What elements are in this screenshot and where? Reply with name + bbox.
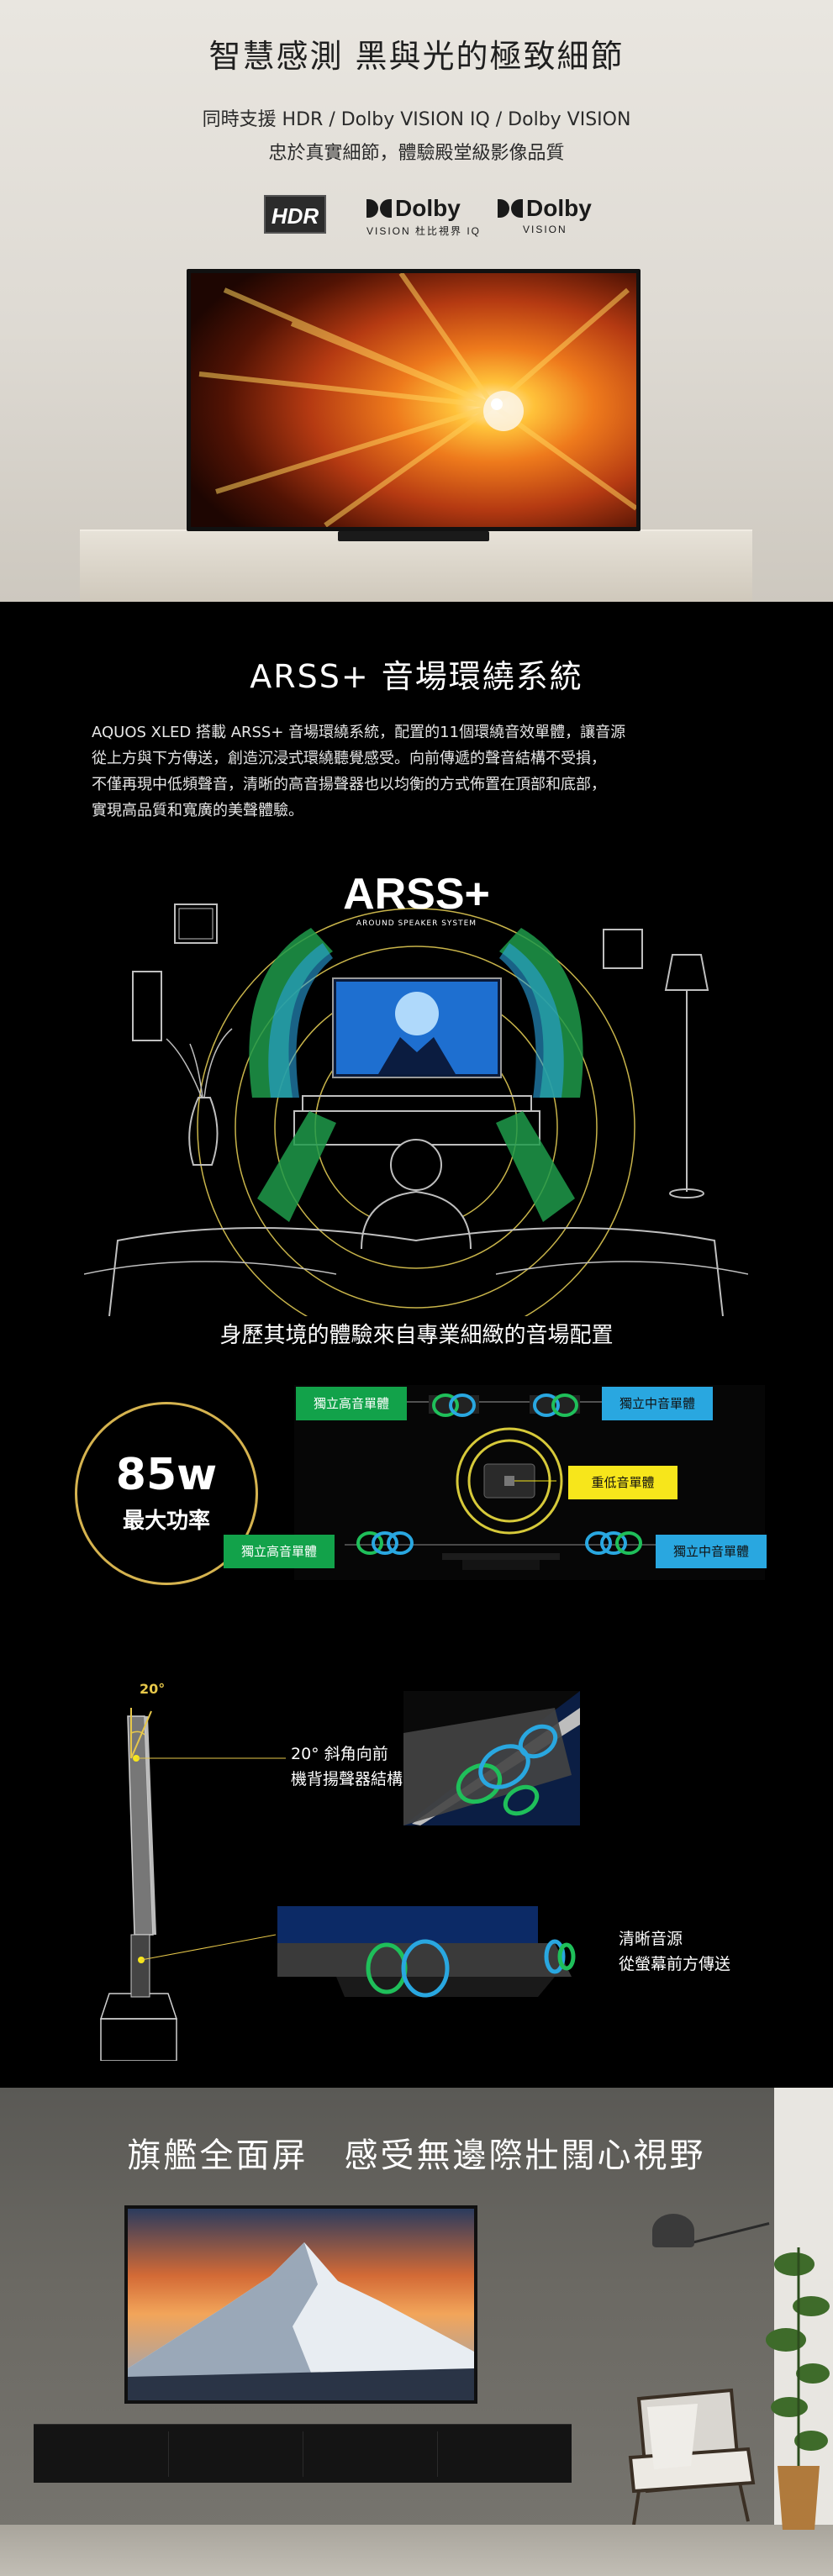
wall-lamp [652, 2214, 694, 2247]
dolby-mark-icon [366, 199, 392, 218]
power-badge: 85w 最大功率 [75, 1402, 258, 1585]
arss-description-line: 實現高品質和寬廣的美聲體驗。 [92, 802, 303, 819]
dolby-mark-icon [498, 199, 523, 218]
mountain-image [128, 2209, 474, 2400]
woofer-label: 重低音單體 [568, 1466, 677, 1499]
arss-description-line: 不僅再現中低頻聲音，清晰的高音揚聲器也以均衡的方式佈置在頂部和底部， [92, 776, 606, 793]
armchair [628, 2388, 756, 2525]
front-text-line: 從螢幕前方傳送 [619, 1955, 731, 1973]
arss-section-title: ARSS+ 音場環繞系統 [250, 658, 583, 695]
tv-cabinet [34, 2424, 572, 2483]
flower-image [191, 271, 638, 528]
dolby-vision-logo: Dolby VISION [498, 195, 592, 235]
speaker-angle-diagram [99, 1691, 580, 2061]
plant [766, 2247, 830, 2530]
hdr-section-title: 智慧感測 黑與光的極致細節 [208, 38, 625, 75]
dolby-iq-name: Dolby [395, 195, 461, 221]
tweeter-label-bottom: 獨立高音單體 [224, 1535, 335, 1568]
arss-logo-sub: AROUND SPEAKER SYSTEM [356, 919, 477, 928]
tilt-description: 20° 斜角向前 機背揚聲器結構 [291, 1741, 403, 1792]
speaker-layout-subtitle: 身歷其境的體驗來自專業細緻的音場配置 [219, 1323, 614, 1348]
tv-stand [338, 531, 489, 541]
tv-flower-image [187, 269, 641, 531]
tv-mountain-image [124, 2205, 477, 2404]
tilt-text-line: 20° 斜角向前 [291, 1745, 388, 1763]
arss-logo: ARSS+ [343, 870, 490, 919]
dolby-tagline: VISION [523, 224, 567, 235]
tweeter-label-top: 獨立高音單體 [296, 1387, 407, 1420]
dolby-iq-tagline: VISION 杜比視界 IQ [366, 225, 482, 237]
front-text-line: 清晰音源 [619, 1930, 683, 1948]
arss-description: AQUOS XLED 搭載 ARSS+ 音場環繞系統，配置的11個環繞音效單體，… [92, 719, 747, 824]
hdr-section: 智慧感測 黑與光的極致細節 同時支援 HDR / Dolby VISION IQ… [0, 0, 833, 602]
front-speaker-description: 清晰音源 從螢幕前方傳送 [619, 1926, 730, 1977]
hdr-logo: HDR [264, 195, 326, 234]
midrange-label-top: 獨立中音單體 [602, 1387, 713, 1420]
floor [0, 2525, 833, 2576]
power-value: 85w [115, 1450, 218, 1500]
full-screen-section: 旗艦全面屏 感受無邊際壯闊心視野 [0, 2088, 833, 2576]
dolby-vision-iq-logo: Dolby VISION 杜比視界 IQ [366, 195, 481, 238]
tilt-text-line: 機背揚聲器結構 [291, 1770, 403, 1788]
full-screen-title: 旗艦全面屏 感受無邊際壯闊心視野 [127, 2136, 706, 2175]
power-label: 最大功率 [122, 1509, 210, 1534]
tilt-degree: 20° [140, 1681, 166, 1697]
arss-section: ARSS+ 音場環繞系統 AQUOS XLED 搭載 ARSS+ 音場環繞系統，… [0, 602, 833, 2088]
hdr-support-line: 同時支援 HDR / Dolby VISION IQ / Dolby VISIO… [202, 109, 631, 130]
arss-illustration [84, 903, 748, 1316]
midrange-label-bottom: 獨立中音單體 [656, 1535, 767, 1568]
hdr-quality-line: 忠於真實細節，體驗殿堂級影像品質 [268, 143, 565, 164]
arss-description-line: 從上方與下方傳送，創造沉浸式環繞聽覺感受。向前傳遞的聲音結構不受損， [92, 750, 606, 767]
dolby-name: Dolby [526, 195, 592, 221]
arss-description-line: AQUOS XLED 搭載 ARSS+ 音場環繞系統，配置的11個環繞音效單體，… [92, 724, 626, 741]
